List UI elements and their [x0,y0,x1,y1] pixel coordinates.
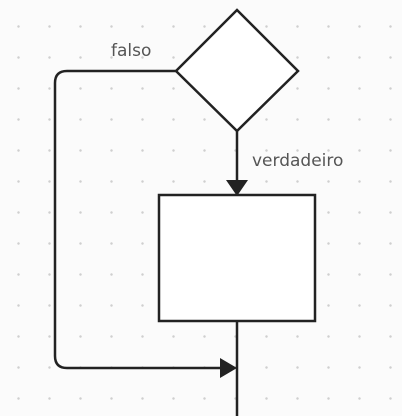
decision-diamond[interactable] [174,8,300,133]
edge-false-path[interactable] [53,69,222,370]
false-branch-label: falso [111,41,152,61]
edge-false-arrowhead [220,358,237,378]
process-box[interactable] [157,193,317,323]
true-branch-label: verdadeiro [252,151,344,171]
edge-true-arrowhead [226,180,248,196]
